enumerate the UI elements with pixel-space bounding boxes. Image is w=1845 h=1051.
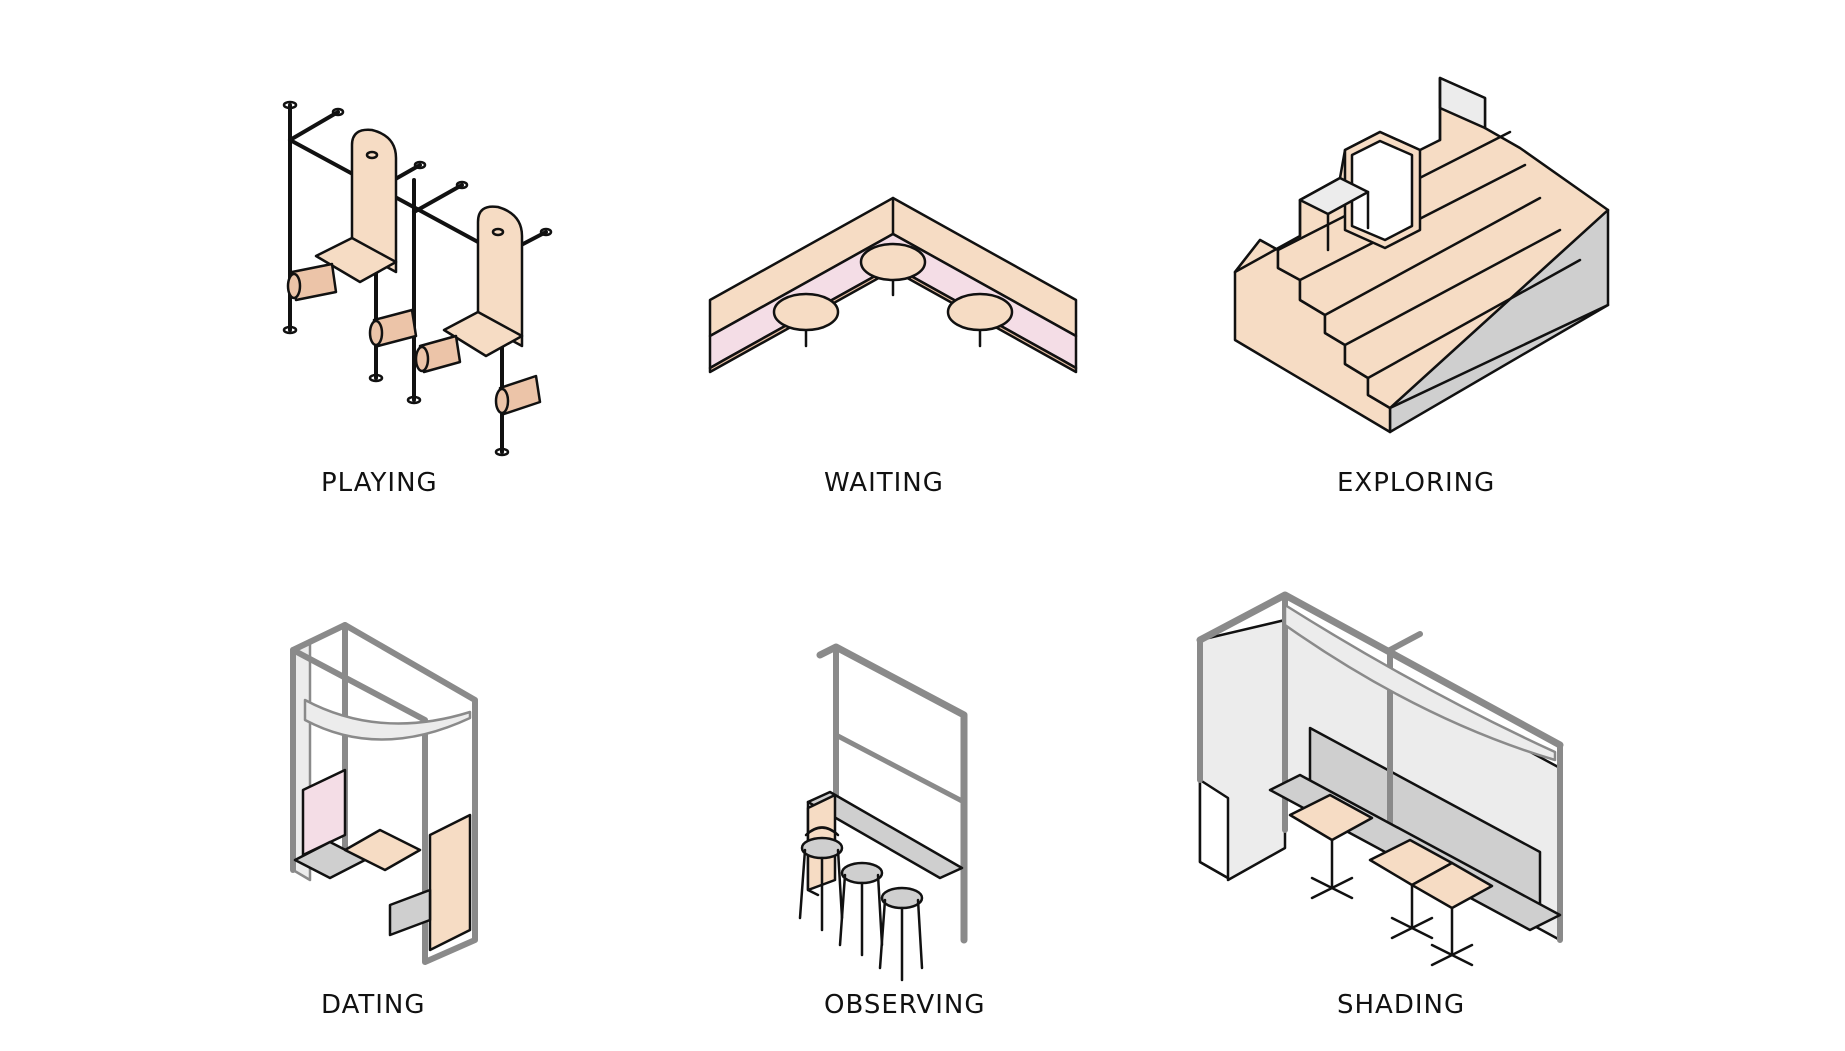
- label-dating: DATING: [321, 990, 426, 1020]
- corner-bench-tables-icon: [708, 196, 1078, 374]
- label-observing: OBSERVING: [824, 990, 986, 1020]
- label-waiting: WAITING: [824, 468, 944, 498]
- stepped-platform-icon: [1233, 76, 1610, 434]
- booth-frame-icon: [290, 622, 478, 965]
- label-exploring: EXPLORING: [1337, 468, 1496, 498]
- counter-stools-icon: [798, 643, 968, 982]
- label-shading: SHADING: [1337, 990, 1466, 1020]
- swing-seats-icon: [282, 100, 553, 457]
- label-playing: PLAYING: [321, 468, 438, 498]
- shaded-cafe-tables-icon: [1196, 591, 1564, 967]
